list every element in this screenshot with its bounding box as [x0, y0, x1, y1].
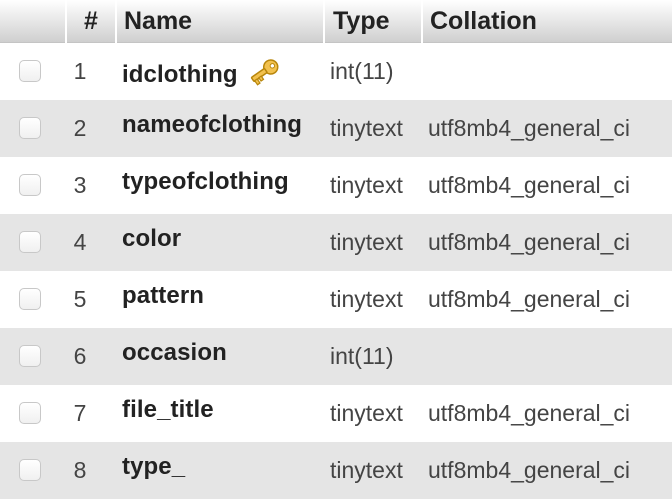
column-type: tinytext	[330, 456, 403, 483]
column-name[interactable]: nameofclothing	[122, 110, 303, 138]
column-type: tinytext	[330, 171, 403, 198]
row-number: 3	[73, 171, 87, 198]
table-row: 8 type_ tinytext utf8mb4_general_ci	[0, 441, 672, 499]
header-number[interactable]: #	[66, 0, 117, 43]
row-checkbox[interactable]	[19, 60, 41, 83]
row-number: 6	[73, 342, 87, 369]
row-checkbox[interactable]	[19, 402, 41, 424]
row-checkbox[interactable]	[19, 117, 41, 139]
header-collation[interactable]: Collation	[422, 0, 672, 43]
row-checkbox[interactable]	[19, 345, 41, 367]
column-name[interactable]: type_	[122, 452, 186, 480]
column-collation	[422, 43, 672, 100]
table-header: # Name Type Collation	[0, 0, 672, 43]
header-type[interactable]: Type	[324, 0, 423, 43]
row-number: 2	[73, 114, 87, 141]
column-type: int(11)	[330, 57, 394, 84]
table-row: 4 color tinytext utf8mb4_general_ci	[0, 213, 672, 271]
header-select-column	[0, 0, 67, 43]
row-checkbox[interactable]	[19, 174, 41, 196]
column-type: int(11)	[330, 342, 394, 369]
row-number: 5	[73, 285, 87, 312]
table-row: 3 typeofclothing tinytext utf8mb4_genera…	[0, 156, 672, 214]
table-row: 7 file_title tinytext utf8mb4_general_ci	[0, 384, 672, 442]
column-collation: utf8mb4_general_ci	[428, 285, 631, 312]
row-number: 1	[73, 57, 87, 84]
header-row: # Name Type Collation	[0, 0, 672, 43]
table-row: 6 occasion int(11)	[0, 327, 672, 385]
column-type: tinytext	[330, 285, 403, 312]
row-number: 4	[73, 228, 87, 255]
table-body: 1 idclothing int(11) 2 nameofclothing ti…	[0, 42, 672, 499]
column-collation: utf8mb4_general_ci	[428, 456, 631, 483]
column-name[interactable]: typeofclothing	[122, 167, 289, 195]
row-number: 8	[73, 456, 87, 483]
row-number: 7	[73, 399, 87, 426]
column-collation: utf8mb4_general_ci	[428, 114, 631, 141]
column-type: tinytext	[330, 114, 403, 141]
table-row: 2 nameofclothing tinytext utf8mb4_genera…	[0, 99, 672, 157]
table-row: 5 pattern tinytext utf8mb4_general_ci	[0, 270, 672, 328]
row-checkbox[interactable]	[19, 231, 41, 253]
column-name[interactable]: idclothing	[122, 61, 238, 88]
column-name[interactable]: pattern	[122, 281, 205, 309]
column-name[interactable]: color	[122, 224, 182, 252]
column-type: tinytext	[330, 228, 403, 255]
header-name[interactable]: Name	[116, 0, 325, 43]
column-name[interactable]: file_title	[122, 395, 214, 423]
column-collation: utf8mb4_general_ci	[428, 228, 631, 255]
column-name[interactable]: occasion	[122, 338, 227, 366]
column-collation	[422, 328, 672, 385]
column-collation: utf8mb4_general_ci	[428, 399, 631, 426]
table-row: 1 idclothing int(11)	[0, 42, 672, 100]
column-collation: utf8mb4_general_ci	[428, 171, 631, 198]
primary-key-icon	[248, 54, 282, 95]
column-type: tinytext	[330, 399, 403, 426]
row-checkbox[interactable]	[19, 288, 41, 310]
row-checkbox[interactable]	[19, 459, 41, 481]
